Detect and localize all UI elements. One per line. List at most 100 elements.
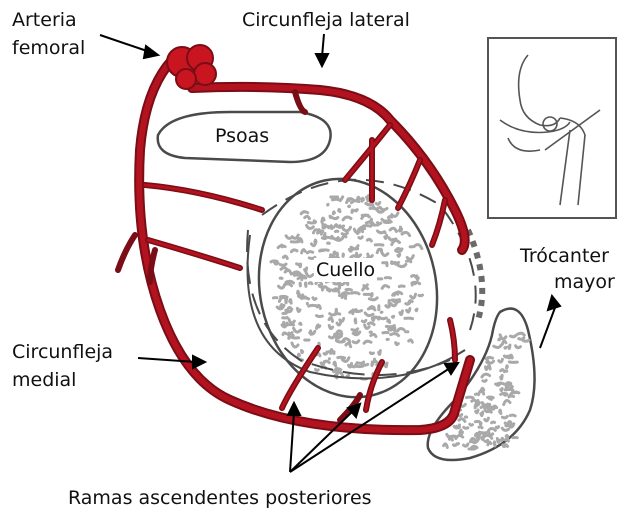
bone-texture-stroke xyxy=(372,362,373,366)
bone-texture-stroke xyxy=(333,212,334,214)
bone-texture-stroke xyxy=(379,351,381,355)
label-ramas-ascendentes: Ramas ascendentes posteriores xyxy=(68,486,372,510)
bone-texture-stroke xyxy=(470,424,473,425)
bone-texture-stroke xyxy=(361,227,365,229)
bone-texture-stroke xyxy=(349,363,352,366)
bone-texture-stroke xyxy=(380,249,381,250)
bone-texture-stroke xyxy=(501,388,502,390)
bone-texture-stroke xyxy=(286,299,287,303)
bone-texture-stroke xyxy=(476,410,478,413)
bone-texture-stroke xyxy=(497,438,499,442)
bone-texture-stroke xyxy=(505,347,506,348)
bone-texture-stroke xyxy=(385,363,387,367)
bone-texture-stroke xyxy=(339,209,340,211)
bone-texture-stroke xyxy=(405,318,413,319)
bone-texture-stroke xyxy=(392,263,394,264)
bone-texture-stroke xyxy=(301,350,302,352)
bone-texture-stroke xyxy=(336,309,337,312)
bone-texture-stroke xyxy=(409,301,412,303)
bone-texture-stroke xyxy=(370,353,373,354)
bone-texture-stroke xyxy=(370,307,375,309)
bone-texture-stroke xyxy=(322,237,326,238)
bone-texture-stroke xyxy=(362,198,363,201)
bone-texture-stroke xyxy=(519,338,524,340)
bone-texture-stroke xyxy=(486,367,488,370)
bone-texture-stroke xyxy=(291,250,297,252)
bone-texture-stroke xyxy=(502,416,507,417)
bone-texture-stroke xyxy=(398,254,400,256)
bone-texture-stroke xyxy=(406,261,410,262)
bone-texture-stroke xyxy=(280,264,286,265)
bone-texture-stroke xyxy=(333,252,335,255)
bone-texture-stroke xyxy=(505,439,508,441)
bone-texture-stroke xyxy=(412,282,415,285)
bone-texture-stroke xyxy=(367,195,369,199)
bone-texture-stroke xyxy=(485,440,488,441)
label-trocanter-1: Trócanter xyxy=(520,244,609,268)
bone-texture-stroke xyxy=(507,366,508,368)
bone-texture-stroke xyxy=(320,250,324,251)
bone-texture-stroke xyxy=(342,233,347,234)
bone-texture-stroke xyxy=(454,426,459,428)
bone-texture-stroke xyxy=(510,415,515,416)
bone-texture-stroke xyxy=(281,296,288,297)
bone-texture-stroke xyxy=(501,375,502,379)
bone-texture-stroke xyxy=(318,232,321,233)
bone-texture-stroke xyxy=(400,311,402,315)
bone-texture-stroke xyxy=(417,276,418,280)
hip-inset-sketch xyxy=(488,38,616,218)
bone-texture-stroke xyxy=(453,445,455,446)
bone-texture-stroke xyxy=(354,331,356,333)
bone-texture-stroke xyxy=(510,395,511,396)
bone-texture-stroke xyxy=(388,320,390,322)
bone-texture-stroke xyxy=(379,317,386,318)
greater-trochanter xyxy=(428,309,535,460)
bone-texture-stroke xyxy=(501,393,507,394)
bone-texture-stroke xyxy=(309,305,316,306)
bone-texture-stroke xyxy=(475,394,478,395)
bone-texture-stroke xyxy=(355,210,357,211)
bone-texture-stroke xyxy=(509,345,510,348)
bone-texture-stroke xyxy=(510,335,515,337)
bone-texture-stroke xyxy=(487,362,489,363)
bone-texture-stroke xyxy=(416,309,417,311)
bone-texture-stroke xyxy=(298,354,299,357)
bone-texture-stroke xyxy=(492,422,495,423)
bone-texture-stroke xyxy=(309,283,312,284)
bone-texture-stroke xyxy=(488,442,491,445)
bone-texture-stroke xyxy=(466,397,473,398)
bone-texture-stroke xyxy=(368,323,374,325)
bone-texture-stroke xyxy=(314,221,315,223)
bone-texture-stroke xyxy=(290,300,291,304)
bone-texture-stroke xyxy=(329,227,334,228)
bone-texture-stroke xyxy=(335,225,340,226)
bone-texture-stroke xyxy=(502,438,503,440)
bone-texture-stroke xyxy=(346,289,351,290)
bone-texture-stroke xyxy=(370,219,371,223)
bone-texture-stroke xyxy=(305,268,307,271)
bone-texture-stroke xyxy=(407,309,410,313)
bone-texture-stroke xyxy=(330,216,331,217)
bone-texture-stroke xyxy=(359,237,362,238)
bone-texture-stroke xyxy=(282,245,283,247)
femoral-artery-knot xyxy=(167,45,216,89)
bone-texture-stroke xyxy=(494,442,495,446)
bone-texture-stroke xyxy=(336,341,344,342)
bone-texture-stroke xyxy=(364,285,368,286)
bone-texture-stroke xyxy=(302,298,309,299)
bone-texture-stroke xyxy=(322,218,324,222)
bone-texture-stroke xyxy=(317,316,323,317)
bone-texture-stroke xyxy=(506,435,508,437)
bone-texture-stroke xyxy=(376,203,380,205)
bone-texture-stroke xyxy=(313,298,316,300)
bone-texture-stroke xyxy=(307,252,312,253)
bone-texture-stroke xyxy=(392,316,393,317)
bone-texture-stroke xyxy=(318,325,320,327)
bone-texture-stroke xyxy=(503,445,507,447)
bone-texture-stroke xyxy=(271,261,277,262)
bone-texture-stroke xyxy=(367,239,371,241)
bone-texture-stroke xyxy=(479,427,482,428)
bone-texture-stroke xyxy=(419,295,423,296)
label-arteria-femoral-1: Arteria xyxy=(12,8,77,32)
bone-texture-stroke xyxy=(283,333,286,335)
